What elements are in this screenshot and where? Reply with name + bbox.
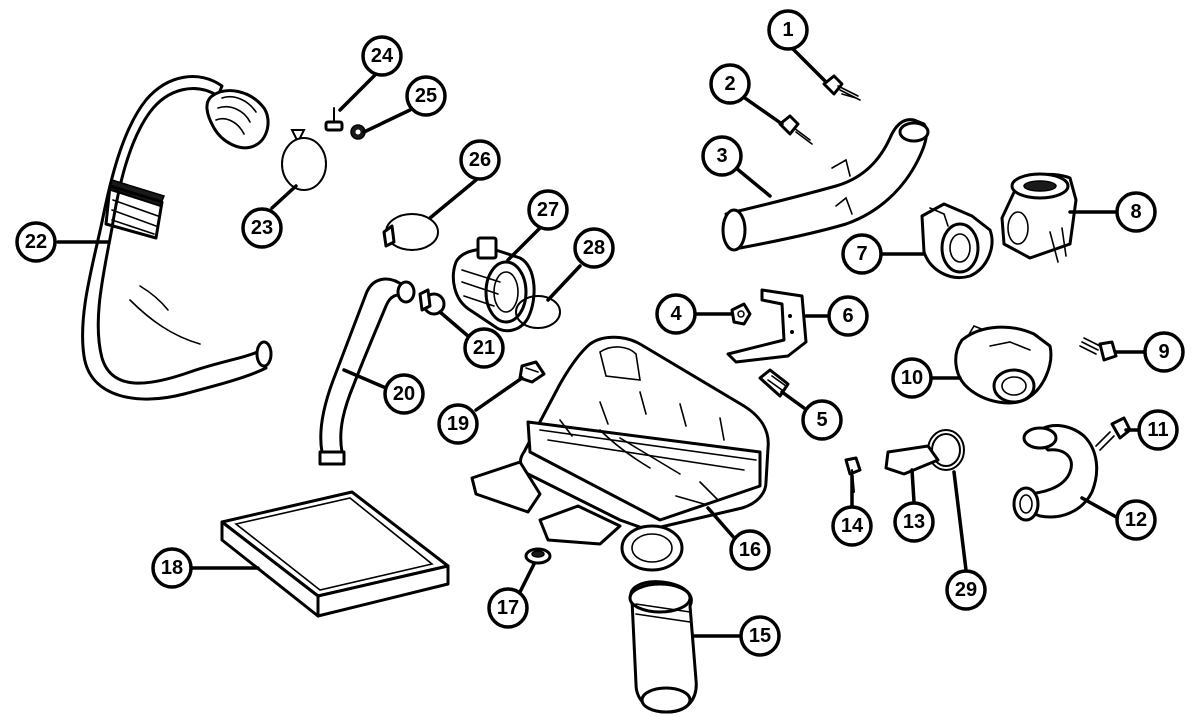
- part-5-plug: [758, 368, 790, 398]
- svg-text:27: 27: [537, 199, 559, 221]
- callout-28: 28: [573, 227, 615, 269]
- callout-21: 21: [463, 327, 505, 369]
- callout-14: 14: [831, 505, 873, 547]
- svg-text:16: 16: [739, 539, 761, 561]
- part-27-mass-air-flow-sensor: [451, 236, 536, 333]
- part-29-o-ring: [927, 429, 965, 471]
- svg-text:13: 13: [903, 511, 925, 533]
- svg-text:1: 1: [782, 19, 793, 41]
- svg-text:3: 3: [716, 145, 727, 167]
- callout-23: 23: [241, 207, 283, 249]
- svg-text:2: 2: [724, 73, 735, 95]
- callout-29: 29: [945, 569, 987, 611]
- callout-24: 24: [361, 35, 403, 77]
- part-12-elbow-hose: [1012, 424, 1099, 522]
- part-11-bolt: [1095, 416, 1132, 451]
- svg-text:28: 28: [583, 237, 605, 259]
- callout-11: 11: [1137, 409, 1179, 451]
- svg-text:9: 9: [1158, 341, 1169, 363]
- part-6-bracket: [726, 288, 808, 364]
- svg-text:22: 22: [25, 231, 47, 253]
- callout-7: 7: [841, 233, 883, 275]
- svg-text:11: 11: [1147, 419, 1168, 441]
- callout-2: 2: [709, 63, 751, 105]
- svg-text:5: 5: [816, 409, 827, 431]
- part-28-hose-clamp: [515, 295, 561, 329]
- svg-text:7: 7: [856, 243, 867, 265]
- svg-text:10: 10: [901, 367, 923, 389]
- callout-17: 17: [487, 587, 529, 629]
- part-7-sensor: [920, 202, 994, 279]
- part-24-bolt: [324, 107, 344, 132]
- svg-text:23: 23: [251, 217, 273, 239]
- part-3-intake-tube: [721, 118, 930, 252]
- callout-9: 9: [1143, 331, 1185, 373]
- callout-22: 22: [15, 221, 57, 263]
- svg-text:8: 8: [1130, 201, 1141, 223]
- part-16-air-cleaner-housing: [470, 335, 770, 572]
- svg-text:18: 18: [161, 557, 183, 579]
- svg-text:15: 15: [749, 625, 771, 647]
- callout-25: 25: [405, 75, 447, 117]
- callout-15: 15: [739, 615, 781, 657]
- svg-text:14: 14: [841, 515, 864, 537]
- part-26-hose-clamp: [382, 213, 439, 251]
- callout-12: 12: [1115, 499, 1157, 541]
- part-15-lower-intake-duct: [628, 580, 698, 714]
- callout-4: 4: [655, 293, 697, 335]
- part-8-throttle-body: [1000, 172, 1078, 263]
- part-1-bolt: [822, 74, 861, 101]
- svg-text:26: 26: [469, 149, 491, 171]
- callout-8: 8: [1115, 191, 1157, 233]
- svg-text:29: 29: [955, 579, 977, 601]
- callout-10: 10: [891, 357, 933, 399]
- part-20-vent-hose: [318, 277, 416, 466]
- leader-lines: [56, 44, 1148, 638]
- svg-text:17: 17: [497, 597, 519, 619]
- callout-5: 5: [801, 399, 843, 441]
- part-13-shield: [884, 444, 940, 476]
- part-10-fitting: [954, 325, 1053, 405]
- part-18-air-filter: [220, 490, 450, 618]
- svg-text:20: 20: [393, 383, 415, 405]
- part-2-bolt: [778, 114, 813, 145]
- part-9-bolt: [1079, 337, 1118, 362]
- svg-text:4: 4: [670, 303, 682, 325]
- part-21-small-clamp: [418, 288, 446, 316]
- callout-6: 6: [827, 295, 869, 337]
- svg-text:19: 19: [447, 413, 469, 435]
- callout-13: 13: [893, 501, 935, 543]
- svg-text:25: 25: [415, 85, 437, 107]
- callout-16: 16: [729, 529, 771, 571]
- part-22-intake-hose: [81, 75, 273, 401]
- part-17-grommet: [524, 547, 552, 565]
- part-23-hose-clamp: [281, 129, 327, 191]
- callout-27: 27: [527, 189, 569, 231]
- callout-18: 18: [151, 547, 193, 589]
- svg-text:6: 6: [842, 305, 853, 327]
- callout-20: 20: [383, 373, 425, 415]
- svg-text:24: 24: [371, 45, 394, 67]
- callout-1: 1: [767, 9, 809, 51]
- callout-3: 3: [701, 135, 743, 177]
- part-19-bracket: [518, 360, 546, 384]
- callout-26: 26: [459, 139, 501, 181]
- svg-text:21: 21: [473, 337, 495, 359]
- callout-19: 19: [437, 403, 479, 445]
- svg-text:12: 12: [1125, 509, 1147, 531]
- part-4-nut: [730, 302, 752, 326]
